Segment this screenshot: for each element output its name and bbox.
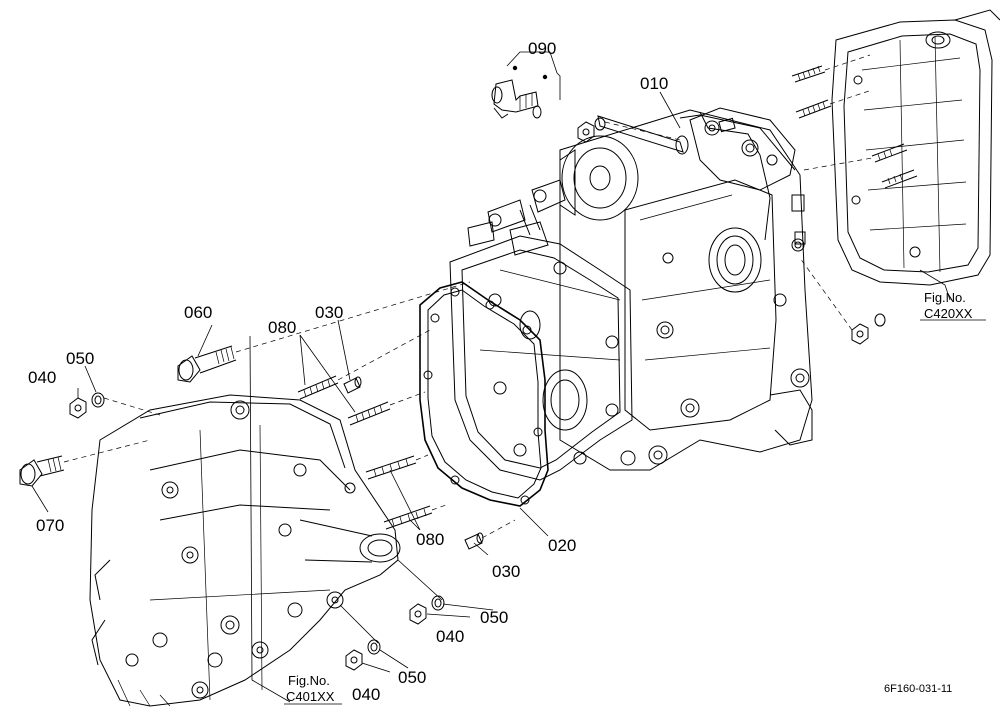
callout-labels: 090 010 060 080 030 050 040 070 080 020 …	[28, 39, 668, 704]
front-housing-c401xx	[89, 394, 401, 707]
part-040-nut-left	[69, 397, 87, 419]
leader-lines	[31, 91, 986, 705]
gasket-020	[419, 281, 549, 507]
part-040-nut-low	[345, 649, 363, 671]
callout-030-lower: 030	[492, 562, 520, 581]
callout-010: 010	[640, 74, 668, 93]
callout-020: 020	[548, 536, 576, 555]
callout-080-lower: 080	[416, 530, 444, 549]
figref-left-code: C401XX	[286, 689, 335, 704]
callout-050-mid: 050	[480, 608, 508, 627]
figref-right-code: C420XX	[924, 306, 973, 321]
callout-090: 090	[528, 39, 556, 58]
callout-030-upper: 030	[315, 303, 343, 322]
part-050-washer-mid	[397, 559, 445, 611]
figref-right-label: Fig.No.	[924, 290, 966, 305]
main-case-010	[467, 107, 813, 471]
part-080-studs-lower	[365, 454, 447, 530]
callout-070: 070	[36, 516, 64, 535]
part-050-washer-low	[339, 604, 381, 655]
mating-housing-c420xx	[831, 9, 1000, 286]
part-030-dowel-pin-upper	[343, 376, 362, 394]
part-030-dowel-pin-lower	[464, 519, 516, 550]
figref-left-label: Fig.No.	[288, 673, 330, 688]
callout-050-low: 050	[398, 668, 426, 687]
parts-nut-washer-lower-right	[799, 257, 886, 345]
part-060-bolt	[177, 281, 471, 383]
transmission-cover	[449, 235, 633, 481]
callout-050-left: 050	[66, 349, 94, 368]
part-090-elbow-fitting	[491, 51, 561, 119]
figure-reference-right: Fig.No. C420XX	[924, 290, 973, 321]
callout-080-upper: 080	[268, 318, 296, 337]
callout-040-mid: 040	[436, 627, 464, 646]
part-080-studs-upper	[297, 329, 431, 426]
callout-060: 060	[184, 303, 212, 322]
document-id: 6F160-031-11	[884, 683, 952, 695]
part-040-nut-mid	[409, 603, 427, 625]
part-050-washer-left	[91, 392, 161, 416]
part-070-bolt	[19, 439, 151, 487]
studs-right	[791, 54, 918, 189]
figure-reference-left: Fig.No. C401XX	[286, 673, 335, 704]
callout-040-low: 040	[352, 685, 380, 704]
callout-040-left: 040	[28, 368, 56, 387]
parts-nut-washer-upper-right	[577, 117, 681, 143]
